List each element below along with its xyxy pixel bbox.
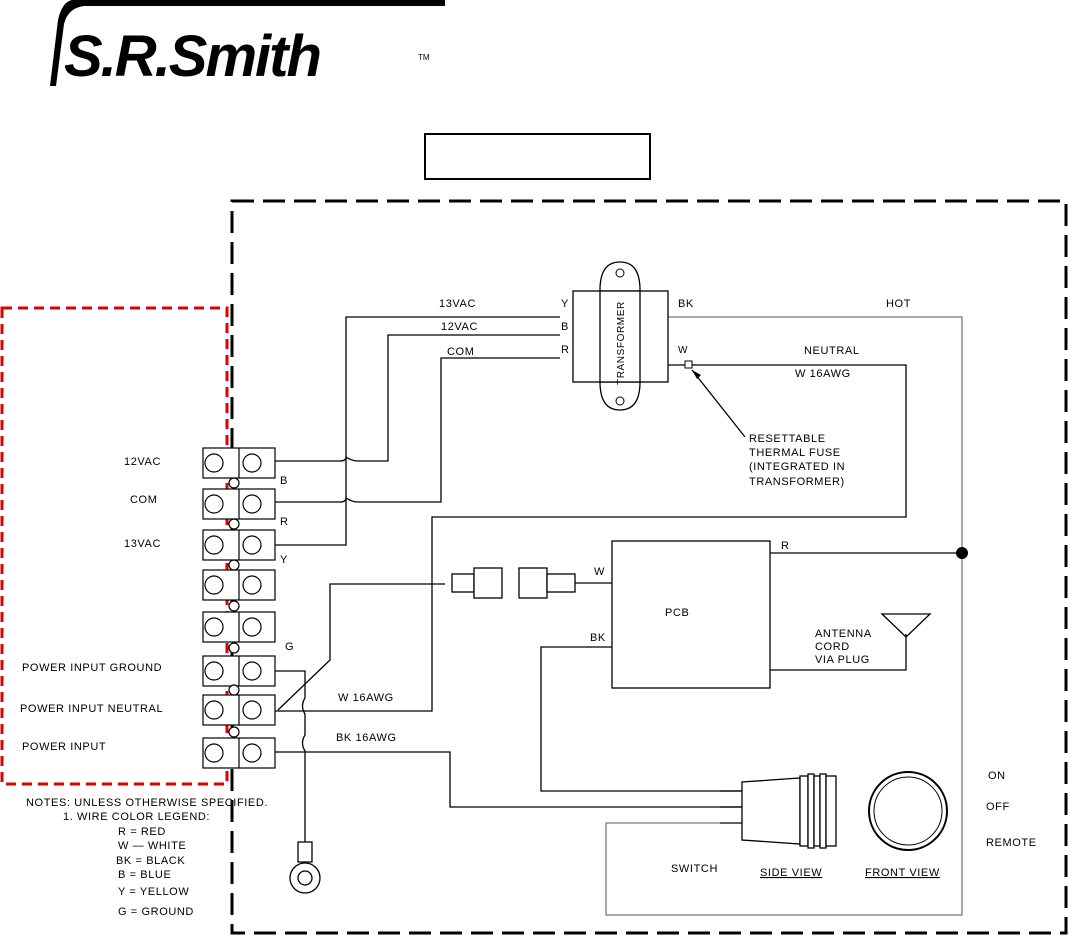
switch-state-off: OFF [986, 801, 1010, 813]
pcb-label: PCB [665, 607, 689, 619]
wiring [275, 316, 968, 916]
label-neutral: NEUTRAL [804, 345, 860, 357]
notes-item: 1. WIRE COLOR LEGEND: [63, 811, 210, 823]
tap-b: B [561, 321, 569, 333]
switch-state-on: ON [988, 770, 1006, 782]
switch-label: SWITCH [671, 863, 718, 875]
wire-tag-b: B [280, 475, 288, 487]
terminal-label-12vac: 12VAC [124, 456, 161, 468]
legend-black: BK = BLACK [116, 855, 185, 867]
voltage-13vac: 13VAC [439, 298, 476, 310]
tap-y: Y [561, 298, 569, 310]
notes-heading: NOTES: UNLESS OTHERWISE SPECIFIED. [26, 797, 268, 809]
tap-bk: BK [678, 298, 694, 310]
wire-tag-y: Y [280, 554, 288, 566]
switch-side-view [720, 773, 837, 849]
switch-side-view-caption: SIDE VIEW [760, 867, 822, 879]
terminal-label-power-input-neutral: POWER INPUT NEUTRAL [20, 703, 163, 715]
terminal-highlight-box [0, 306, 229, 786]
label-w16-top: W 16AWG [795, 368, 851, 380]
voltage-12vac: 12VAC [441, 321, 478, 333]
fuse-note-line-2: THERMAL FUSE [749, 447, 841, 459]
legend-white: W — WHITE [118, 840, 186, 852]
tap-w: W [678, 345, 688, 356]
antenna-line-1: ANTENNA [815, 628, 872, 640]
tap-r: R [561, 344, 570, 356]
company-logo: S.R.Smith TM [50, 0, 445, 89]
fuse-note-line-1: RESETTABLE [749, 433, 826, 445]
legend-blue: B = BLUE [118, 869, 171, 881]
switch-front-view [868, 771, 948, 851]
pcb-tag-r: R [781, 540, 790, 552]
wire-tag-g: G [285, 641, 294, 653]
label-w16-low: W 16AWG [338, 692, 394, 704]
legend-red: R = RED [118, 826, 166, 838]
fuse-note-line-3: (INTEGRATED IN [749, 461, 845, 473]
terminal-strip [202, 447, 276, 769]
transformer: TRANSFORMER [572, 261, 693, 411]
terminal-label-power-input: POWER INPUT [22, 741, 106, 753]
logo-text: S.R.Smith [64, 24, 320, 89]
terminal-label-com: COM [130, 494, 157, 506]
label-hot: HOT [886, 298, 911, 310]
logo-trademark: TM [418, 53, 430, 62]
legend-ground: G = GROUND [118, 906, 194, 918]
pcb-tag-bk: BK [590, 632, 606, 644]
pcb-board [611, 540, 771, 689]
legend-yellow: Y = YELLOW [118, 886, 189, 898]
switch-state-remote: REMOTE [986, 837, 1037, 849]
antenna-line-3: VIA PLUG [815, 654, 870, 666]
pcb-tag-w: W [594, 566, 605, 578]
terminal-label-13vac: 13VAC [124, 538, 161, 550]
voltage-com: COM [447, 346, 474, 358]
fuse-note-line-4: TRANSFORMER) [749, 476, 845, 488]
transformer-label: TRANSFORMER [616, 301, 627, 385]
label-bk16: BK 16AWG [336, 732, 397, 744]
terminal-label-power-input-ground: POWER INPUT GROUND [22, 662, 162, 674]
title-box [424, 133, 651, 180]
antenna-line-2: CORD [815, 641, 850, 653]
wire-tag-r: R [280, 516, 289, 528]
switch-front-view-caption: FRONT VIEW [865, 867, 940, 879]
